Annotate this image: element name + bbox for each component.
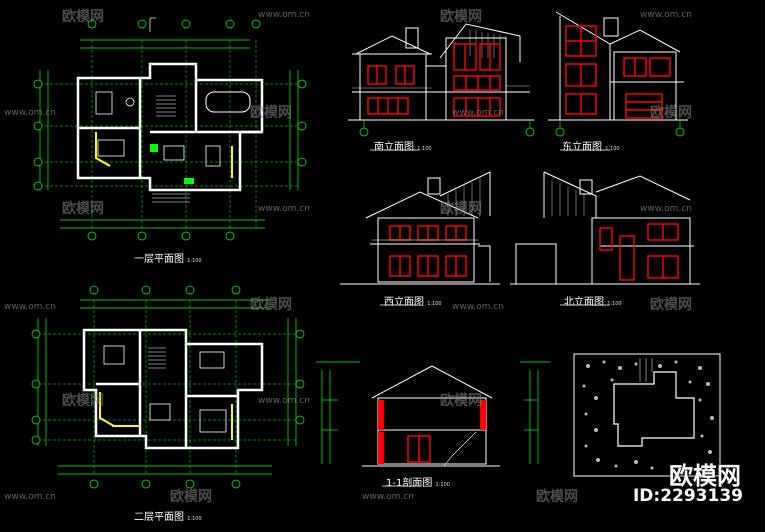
plan2-scale: 1:100 [187, 516, 202, 522]
plan2-title: 二层平面图 1:100 [134, 508, 202, 523]
south-elevation-title-text: 南立面图 [374, 142, 414, 153]
model-id: ID:2293139 [632, 486, 743, 506]
watermark-url: www.om.cn [640, 204, 692, 214]
site-plan [573, 353, 721, 477]
watermark-url: www.om.cn [4, 302, 56, 312]
plan1-title: 一层平面图 1:100 [134, 250, 202, 265]
north-elevation-title: 北立面图 1:100 [564, 293, 622, 308]
watermark: 欧模网 [62, 393, 104, 409]
watermark: 欧模网 [250, 105, 292, 121]
watermark: 欧模网 [440, 201, 482, 217]
north-elevation [510, 171, 700, 306]
north-elevation-scale: 1:100 [607, 301, 622, 307]
west-elevation [340, 171, 500, 306]
watermark: 欧模网 [62, 201, 104, 217]
watermark-url: www.om.cn [258, 10, 310, 20]
plan2-title-text: 二层平面图 [134, 512, 184, 523]
first-floor-plan [33, 17, 307, 241]
section-1-1 [316, 361, 550, 487]
watermark-url: www.om.cn [258, 396, 310, 406]
plan1-title-text: 一层平面图 [134, 254, 184, 265]
west-elevation-scale: 1:100 [427, 301, 442, 307]
west-elevation-title: 西立面图 1:100 [384, 293, 442, 308]
watermark-url: www.om.cn [452, 302, 504, 312]
section-scale: 1:100 [435, 482, 450, 488]
watermark: 欧模网 [250, 297, 292, 313]
watermark: 欧模网 [170, 489, 212, 505]
watermark-url: www.om.cn [4, 108, 56, 118]
watermark: 欧模网 [440, 393, 482, 409]
east-elevation-title: 东立面图 1:100 [562, 138, 620, 153]
watermark: 欧模网 [536, 489, 578, 505]
north-elevation-title-text: 北立面图 [564, 297, 604, 308]
watermark-url: www.om.cn [258, 204, 310, 214]
east-elevation [548, 11, 688, 151]
south-elevation-title: 南立面图 1:100 [374, 138, 432, 153]
east-elevation-scale: 1:100 [605, 146, 620, 152]
watermark-url: www.om.cn [4, 492, 56, 502]
watermark-url: www.om.cn [362, 492, 414, 502]
watermark: 欧模网 [62, 9, 104, 25]
second-floor-plan [31, 285, 305, 489]
section-title-text: 1-1剖面图 [386, 478, 433, 489]
south-elevation [348, 23, 535, 151]
watermark-url: www.om.cn [640, 10, 692, 20]
watermark: 欧模网 [650, 297, 692, 313]
south-elevation-scale: 1:100 [417, 146, 432, 152]
watermark-url: www.om.cn [452, 108, 504, 118]
watermark: 欧模网 [440, 9, 482, 25]
west-elevation-title-text: 西立面图 [384, 297, 424, 308]
plan1-scale: 1:100 [187, 258, 202, 264]
brand-logo: 欧模网 [669, 462, 741, 490]
watermark: 欧模网 [650, 105, 692, 121]
east-elevation-title-text: 东立面图 [562, 142, 602, 153]
section-title: 1-1剖面图 1:100 [386, 474, 450, 489]
